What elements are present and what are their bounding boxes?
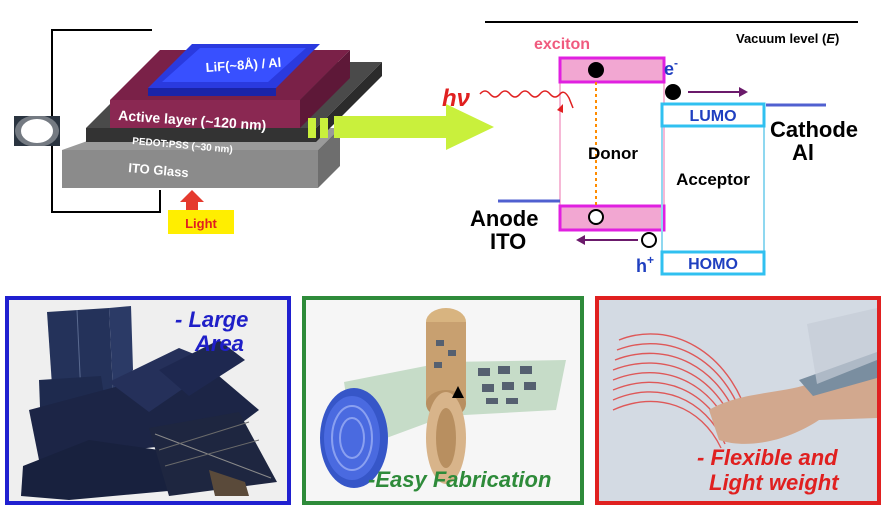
light-label: Light (185, 216, 217, 231)
flexible-caption-1: - Flexible and (697, 445, 838, 470)
device-stack-diagram: LiF(~8Å) / Al Active layer (~120 nm) PED… (14, 29, 494, 234)
acceptor-homo-bar (660, 250, 766, 276)
solar-modules-image (9, 300, 287, 501)
vacuum-level-label: Vacuum level (E) (736, 31, 839, 46)
lif-label: LiF(~8Å) / Al (205, 55, 282, 75)
hv-label: hν (442, 85, 471, 112)
large-area-panel: - Large Area (5, 296, 291, 505)
acceptor-label: Acceptor (676, 170, 750, 189)
transferred-hole (641, 232, 657, 248)
acceptor-lumo-bar (660, 102, 766, 128)
fabrication-caption: -Easy Fabrication (368, 467, 552, 492)
donor-homo-bar (558, 204, 666, 232)
green-arrow-dash2 (320, 118, 328, 138)
donor-label: Donor (588, 144, 638, 163)
ito-glass-label: ITO Glass (128, 160, 190, 180)
circuit-wire-top (51, 29, 152, 120)
energy-level-diagram: Vacuum level (E) exciton hν LUMO HOMO Do… (442, 21, 858, 276)
exciton-label: exciton (534, 36, 590, 53)
light-arrow-icon (180, 190, 204, 212)
light-badge (168, 210, 234, 234)
bulb-icon (21, 119, 53, 143)
flexible-caption-2: Light weight (709, 470, 839, 495)
hole-label: h+ (636, 253, 654, 276)
anode-label: Anode (470, 206, 538, 231)
flexible-cell-image (599, 300, 877, 501)
circuit-wire-bottom (51, 142, 161, 213)
green-arrow-icon (334, 104, 494, 150)
active-layer-front (110, 100, 300, 128)
anode-material: ITO (490, 229, 526, 254)
cathode-material: Al (792, 140, 814, 165)
fabrication-panel: -Easy Fabrication (302, 296, 584, 505)
acceptor-box (661, 103, 765, 275)
large-area-caption-1: - Large (175, 307, 249, 332)
donor-lumo-bar (558, 56, 666, 84)
roll-to-roll-image (306, 300, 580, 501)
ito-glass-side (318, 128, 340, 188)
homo-label: HOMO (688, 256, 738, 273)
transferred-electron (665, 84, 681, 100)
electron-label: e- (664, 56, 678, 79)
pedot-layer-front (86, 128, 316, 142)
lumo-label: LUMO (689, 108, 736, 125)
exciton-hole (588, 209, 604, 225)
exciton-electron (588, 62, 604, 78)
flexible-panel: - Flexible and Light weight (595, 296, 881, 505)
photon-wave (479, 90, 574, 109)
ito-glass-front (62, 150, 318, 188)
large-area-caption-2: Area (195, 331, 244, 356)
green-arrow-dash1 (308, 118, 316, 138)
cathode-label: Cathode (770, 117, 858, 142)
